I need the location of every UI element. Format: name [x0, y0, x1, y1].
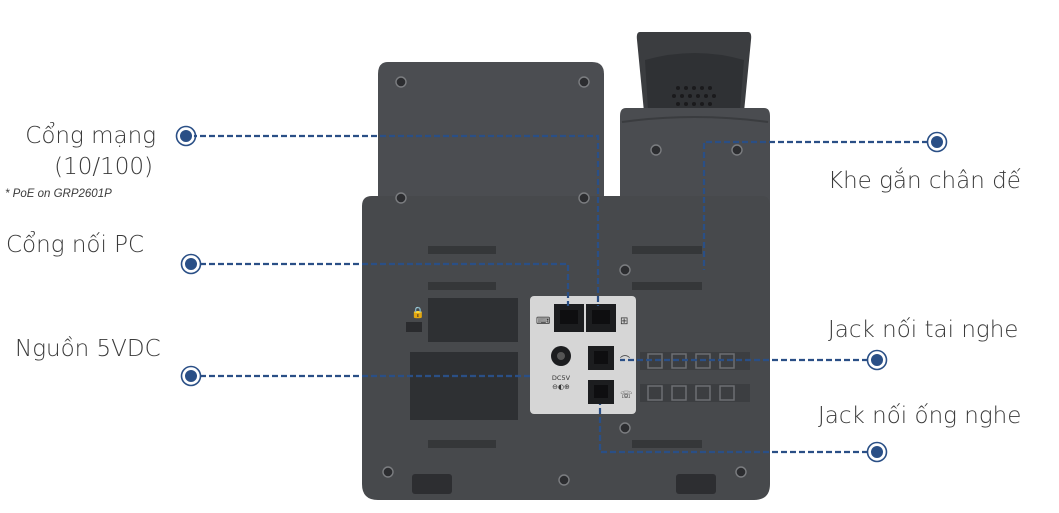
label-power: Nguồn 5VDC — [15, 336, 161, 362]
label-headset-jack: Jack nối tai nghe — [828, 317, 1019, 343]
handset-port — [588, 380, 614, 404]
callout-stand-slot — [702, 140, 937, 270]
callouts — [191, 134, 937, 454]
dot-stand-slot — [929, 134, 945, 150]
computer-icon: ⌨ — [536, 316, 550, 327]
pc-port — [586, 304, 616, 332]
svg-text:🔒: 🔒 — [411, 306, 425, 319]
label-network-port-speed: (10/100) — [54, 154, 153, 180]
label-network-port: Cổng mạng — [25, 123, 156, 149]
power-socket-marking: DC5V — [552, 374, 571, 382]
handset — [636, 32, 752, 122]
dot-headset-jack — [869, 352, 885, 368]
wall-mount-slots — [428, 246, 702, 448]
label-network-port-note: * PoE on GRP2601P — [5, 188, 112, 200]
dot-handset-jack — [869, 444, 885, 460]
dot-network-port — [178, 128, 194, 144]
callout-network-port — [191, 134, 600, 306]
dot-power — [183, 368, 199, 384]
callout-dots — [178, 128, 945, 460]
lan-port — [554, 304, 584, 332]
handset-icon: ☏ — [620, 390, 633, 401]
mounting-screws — [382, 76, 747, 486]
power-socket — [551, 346, 571, 366]
label-stand-slot: Khe gắn chân đế — [828, 168, 1021, 194]
callout-pc-port — [191, 262, 570, 306]
speaker-grille — [672, 86, 716, 114]
svg-text:⊖◐⊕: ⊖◐⊕ — [552, 383, 570, 391]
label-handset-jack: Jack nối ống nghe — [818, 403, 1022, 429]
label-pc-port: Cổng nối PC — [6, 232, 145, 258]
network-icon: ⊞ — [620, 316, 628, 327]
callout-handset-jack — [598, 404, 877, 454]
port-panel: ⌨ ⊞ DC5V ⊖◐⊕ ⌒ ☏ — [530, 296, 636, 414]
dot-pc-port — [183, 256, 199, 272]
headset-port — [588, 346, 614, 370]
